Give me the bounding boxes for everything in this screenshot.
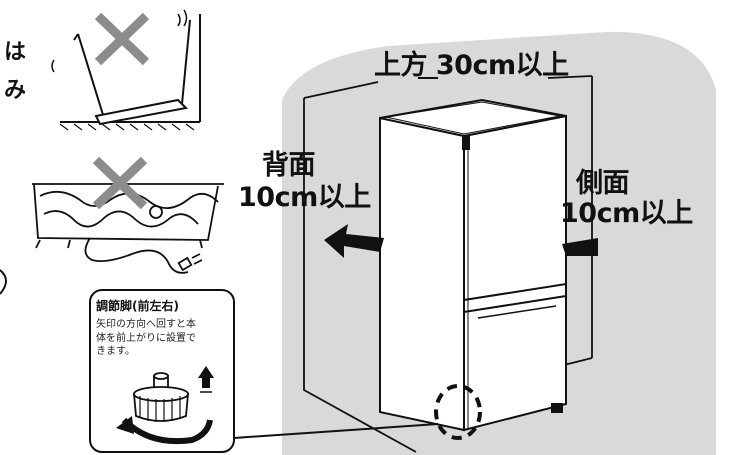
top-clearance-label: 上方 30cm以上 — [374, 50, 569, 81]
room-lines — [303, 75, 593, 453]
prohibited-x-icon-top — [94, 12, 150, 66]
rotate-arrowhead — [116, 416, 134, 434]
prohibited-x-icon-middle — [92, 156, 148, 210]
foot-highlight-circle — [434, 384, 482, 440]
up-arrow-icon — [198, 366, 214, 393]
adjuster-box-line: きます。 — [96, 346, 135, 357]
adjuster-box-title: 調節脚(前左右) — [96, 299, 179, 313]
left-note-line1: は — [4, 40, 27, 65]
rotate-arrow-icon — [121, 417, 213, 445]
cable-unit-figure — [32, 183, 224, 274]
left-note-line2: み — [4, 78, 27, 103]
side-clearance-label-2: 10cm以上 — [560, 198, 693, 229]
back-clearance-label-1: 背面 — [262, 150, 316, 181]
leader-line — [233, 423, 439, 439]
back-clearance-label-2: 10cm以上 — [238, 182, 371, 213]
hinge — [462, 136, 470, 150]
arrow-icon-side — [562, 238, 598, 256]
adjuster-box-line: 矢印の方向へ回すと本 — [96, 319, 196, 330]
arrow-icon-back — [324, 224, 384, 258]
adjuster-box-text: 矢印の方向へ回すと本 体を前上がりに設置で きます。 — [96, 318, 230, 359]
tipped-unit-figure — [51, 9, 201, 131]
adjuster-foot-figure — [133, 372, 189, 422]
edge-bracket — [0, 269, 7, 295]
adjuster-callout-box — [89, 289, 235, 453]
refrigerator — [379, 98, 567, 432]
adjuster-box-line: 体を前上がりに設置で — [96, 332, 196, 344]
side-clearance-label-1: 側面 — [576, 168, 630, 199]
